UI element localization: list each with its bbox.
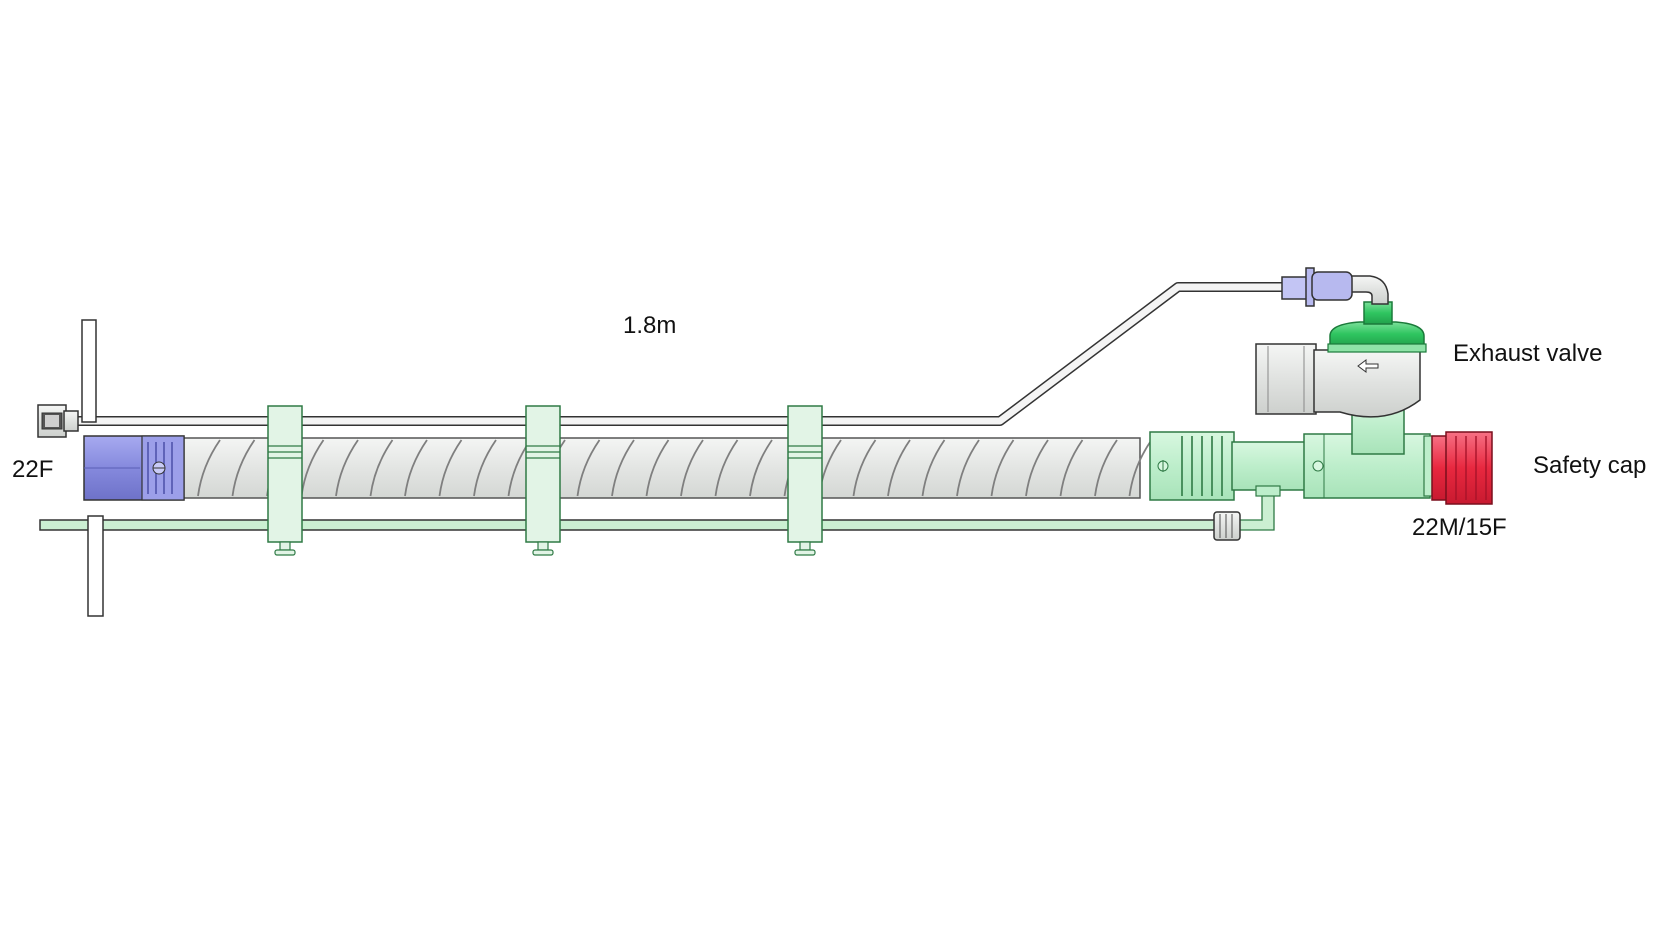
hose-winding: [369, 439, 394, 497]
pressure-line: [39, 519, 1221, 531]
hose-winding: [852, 439, 877, 497]
length-label: 1.8m: [623, 312, 677, 339]
line-tab-upper: [81, 319, 97, 423]
hose-winding: [576, 439, 601, 497]
exhaust-valve: [1255, 275, 1427, 455]
hose-winding: [956, 439, 980, 497]
hose-winding: [680, 439, 704, 497]
hose-winding: [714, 439, 739, 497]
hose-winding: [611, 439, 635, 497]
hose-winding: [990, 439, 1015, 497]
hose-winding: [921, 439, 946, 497]
arrow-left-icon: [1357, 359, 1379, 373]
safety-cap-label: Safety cap: [1533, 452, 1647, 479]
luer-connector-left: [37, 404, 79, 438]
hose-winding: [1025, 439, 1049, 497]
corrugated-hose: [179, 437, 1153, 499]
hose-clip: [525, 405, 561, 556]
luer-connector-right: [1213, 511, 1241, 541]
inlet-connector-label: 22F: [12, 456, 54, 483]
sampling-line: [74, 282, 1290, 426]
safety-cap: [1431, 431, 1493, 505]
hose-clip: [787, 405, 823, 556]
hose-winding: [404, 439, 428, 497]
exhaust-valve-label: Exhaust valve: [1453, 340, 1603, 367]
hose-winding: [335, 439, 359, 497]
hose-winding: [231, 439, 256, 497]
outlet-connector-label: 22M/15F: [1412, 514, 1507, 541]
hose-winding: [887, 439, 911, 497]
hose-winding: [749, 439, 773, 497]
hose-winding: [645, 439, 670, 497]
hose-winding: [473, 439, 497, 497]
hose-winding: [1059, 439, 1084, 497]
hose-winding: [197, 439, 221, 497]
hose-winding: [1128, 439, 1153, 497]
hose-clip: [267, 405, 303, 556]
blue-luer-connector: [1281, 267, 1353, 307]
hose-winding: [438, 439, 463, 497]
line-tab-lower: [87, 515, 104, 617]
hose-winding: [1094, 439, 1118, 497]
blue-22f-connector: [83, 435, 185, 501]
